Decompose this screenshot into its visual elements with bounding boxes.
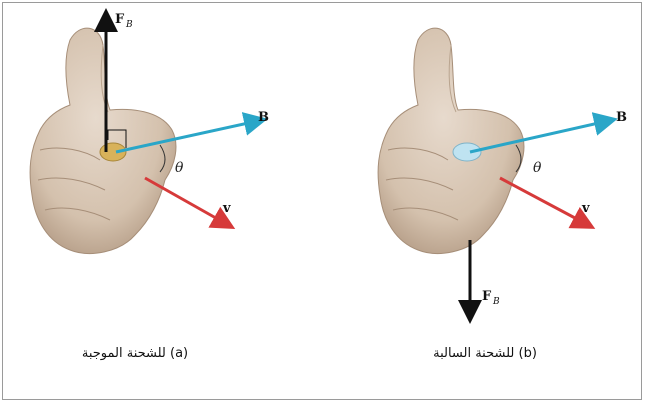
force-sub-b: B xyxy=(492,297,500,307)
panel-b: F B B v θ xyxy=(378,28,627,318)
force-label-b: F xyxy=(482,289,492,304)
field-label-a: B xyxy=(258,110,269,125)
right-hand-a xyxy=(30,28,176,253)
right-hand-b xyxy=(378,28,524,253)
velocity-label-a: v xyxy=(222,201,231,216)
panel-a: F B B v θ xyxy=(30,12,269,254)
force-label-a: F xyxy=(115,12,125,27)
field-label-b: B xyxy=(616,110,627,125)
velocity-arrow-b xyxy=(500,178,590,226)
angle-label-a: θ xyxy=(175,160,184,176)
force-sub-a: B xyxy=(125,20,133,30)
caption-negative-charge: (b) للشحنة السالبة xyxy=(390,346,580,361)
angle-label-b: θ xyxy=(533,160,542,176)
caption-positive-charge: (a) للشحنة الموجبة xyxy=(40,346,230,361)
velocity-label-b: v xyxy=(581,201,590,216)
